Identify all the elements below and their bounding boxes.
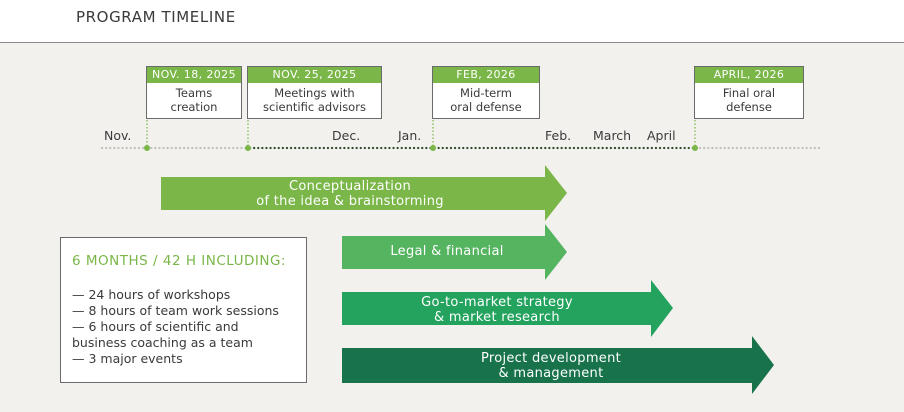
milestone-description: Mid-term oral defense (450, 86, 522, 114)
month-label-march: March (593, 128, 632, 143)
milestone-final-defense: APRIL, 2026 Final oral defense (694, 66, 804, 119)
milestone-date: FEB, 2026 (433, 67, 539, 83)
milestone-dots (144, 145, 698, 151)
milestone-scientific-advisors: NOV. 25, 2025 Meetings with scientific a… (247, 66, 382, 119)
phase-label-legal-financial: Legal & financial (390, 244, 504, 259)
milestone-date: NOV. 25, 2025 (248, 67, 381, 83)
milestone-connectors (146, 120, 696, 146)
milestone-teams-creation: NOV. 18, 2025 Teams creation (146, 66, 242, 119)
milestone-date: NOV. 18, 2025 (147, 67, 241, 83)
phase-arrow-legal-financial (342, 224, 567, 280)
phase-label-go-to-market: Go-to-market strategy & market research (421, 295, 573, 325)
phase-label-conceptualization: Conceptualization of the idea & brainsto… (256, 179, 444, 209)
phase-arrow-conceptualization (161, 165, 567, 221)
phase-label-project-development: Project development & management (480, 351, 622, 381)
month-label-april: April (647, 128, 676, 143)
program-summary-box: 6 MONTHS / 42 H INCLUDING: — 24 hours of… (60, 237, 307, 383)
milestone-description: Teams creation (170, 86, 218, 114)
summary-item: — 24 hours of workshops (72, 287, 231, 302)
summary-title: 6 MONTHS / 42 H INCLUDING: (72, 253, 286, 269)
summary-item: — 3 major events (72, 351, 183, 366)
month-label-jan: Jan. (398, 128, 422, 143)
milestone-mid-term-defense: FEB, 2026 Mid-term oral defense (432, 66, 540, 119)
page-title: PROGRAM TIMELINE (76, 8, 236, 26)
summary-list: — 24 hours of workshops — 8 hours of tea… (72, 287, 304, 367)
milestone-description: Final oral defense (722, 86, 776, 114)
header-bar: PROGRAM TIMELINE (0, 0, 904, 43)
summary-item: — 6 hours of scientific and (72, 319, 239, 334)
milestone-date: APRIL, 2026 (695, 67, 803, 83)
month-label-nov: Nov. (104, 128, 132, 143)
month-label-dec: Dec. (332, 128, 361, 143)
phase-arrow-project-development (342, 336, 774, 394)
summary-item: — 8 hours of team work sessions (72, 303, 279, 318)
summary-item: business coaching as a team (72, 335, 253, 350)
month-label-feb: Feb. (545, 128, 572, 143)
phase-arrow-go-to-market (342, 280, 673, 337)
milestone-description: Meetings with scientific advisors (263, 86, 366, 114)
